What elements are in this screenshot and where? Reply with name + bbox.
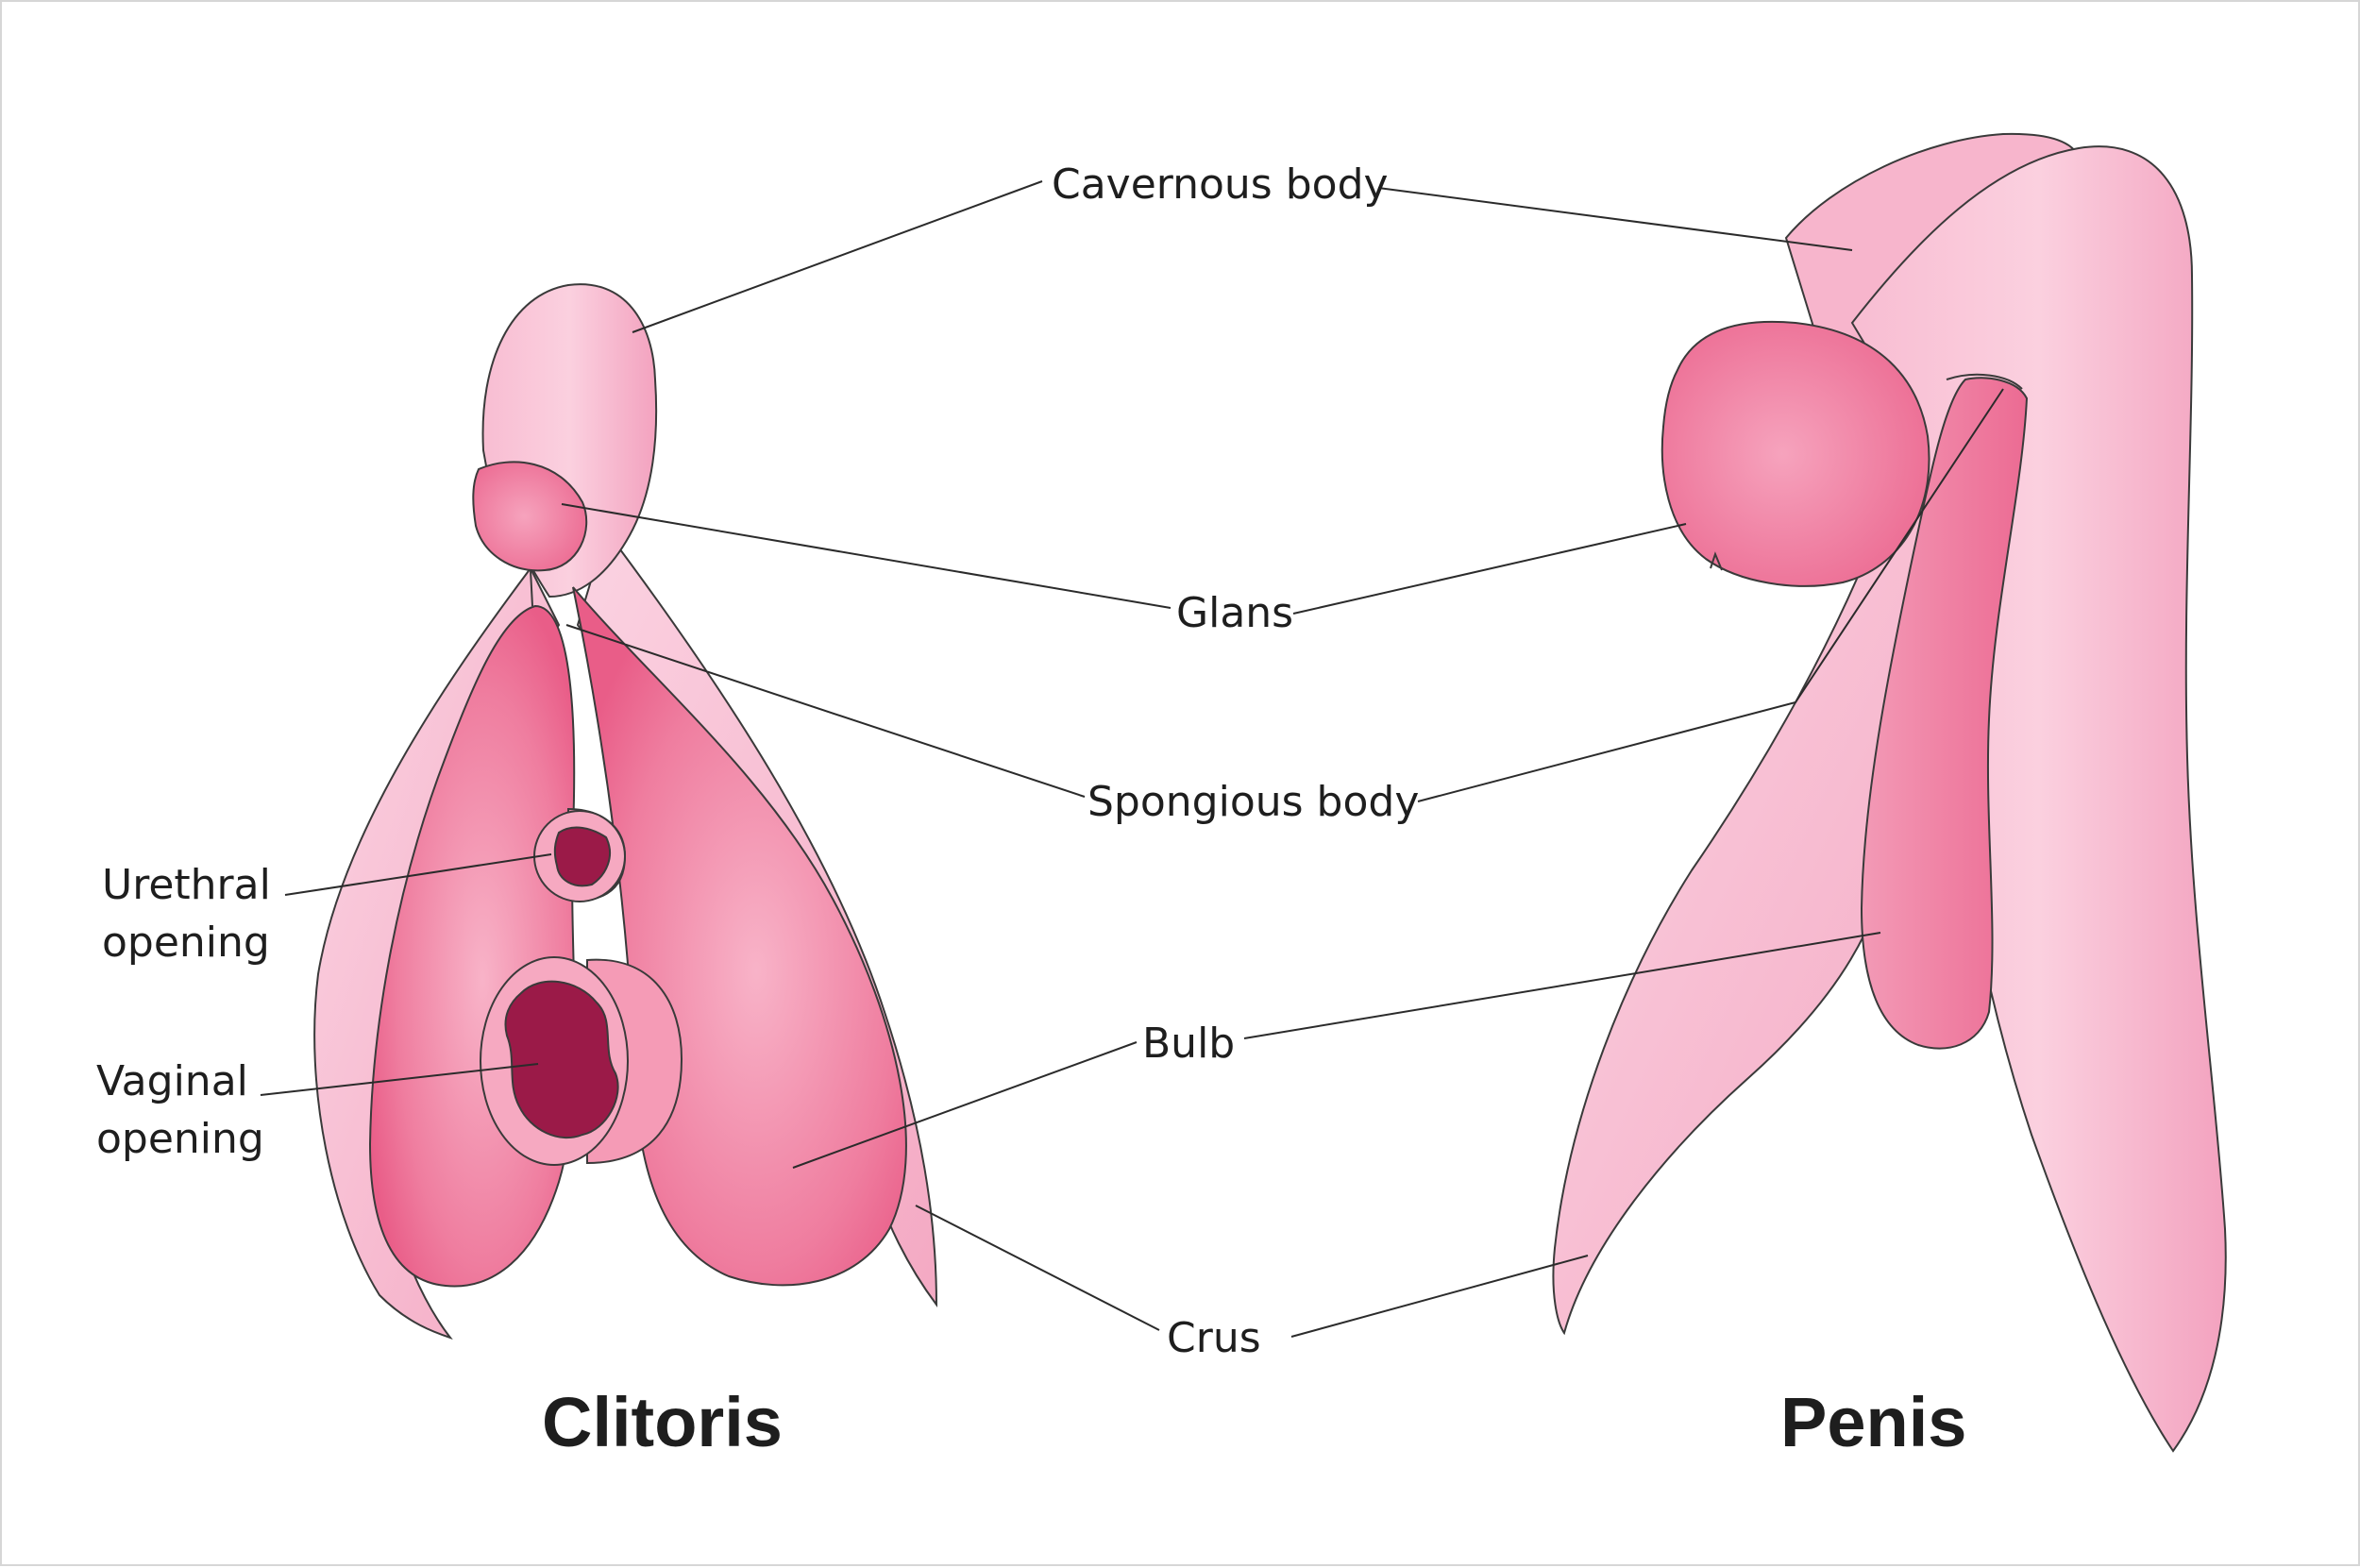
clitoris-glans <box>472 461 588 572</box>
vaginal-opening-shape <box>480 956 683 1166</box>
label-cavernous-body: Cavernous body <box>1052 160 1389 209</box>
leader-lines <box>260 180 2004 1338</box>
title-clitoris: Clitoris <box>542 1383 783 1461</box>
label-crus: Crus <box>1167 1314 1261 1362</box>
penis-glans <box>1660 320 1930 587</box>
clitoris-illustration <box>313 283 938 1340</box>
label-bulb: Bulb <box>1142 1020 1236 1068</box>
urethral-opening-shape <box>533 807 627 902</box>
label-glans: Glans <box>1176 589 1294 637</box>
title-penis: Penis <box>1780 1383 1967 1461</box>
penis-illustration <box>1552 132 2227 1453</box>
label-urethral-opening: Urethral opening <box>102 861 271 967</box>
label-vaginal-opening: Vaginal opening <box>96 1057 264 1163</box>
penis-spongious-body <box>1860 377 2029 1050</box>
clitoris-left-bulb <box>368 604 576 1288</box>
label-spongious-body: Spongious body <box>1087 778 1420 826</box>
